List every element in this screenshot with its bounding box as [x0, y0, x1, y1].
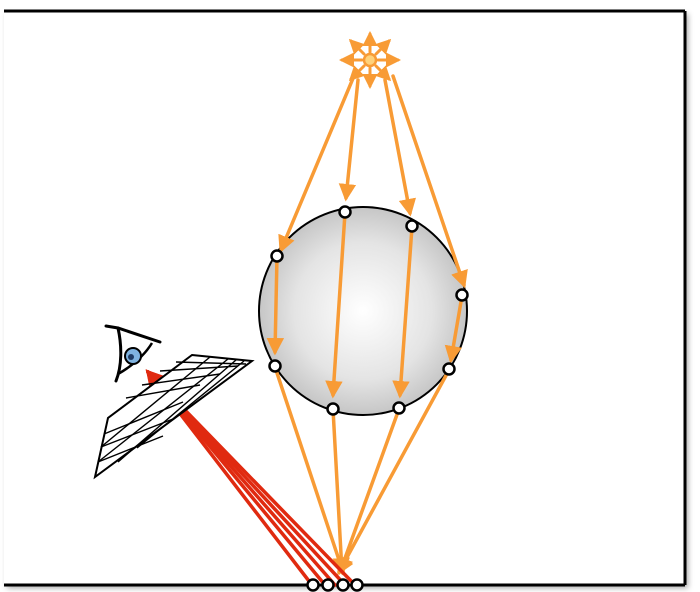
glass-sphere — [258, 206, 468, 416]
caustic-point — [336, 578, 350, 592]
incoming-light-rays — [278, 74, 468, 289]
entry-point — [405, 219, 419, 233]
light-ray — [391, 74, 468, 289]
eye-icon — [104, 324, 162, 383]
light-ray — [383, 78, 417, 217]
floor-caustic-points — [306, 578, 364, 592]
entry-point — [338, 205, 352, 219]
refracted-ray — [266, 254, 285, 356]
exit-ray — [337, 368, 451, 576]
refracted-ray — [392, 225, 414, 399]
entry-point — [270, 249, 284, 263]
grid-image-plane — [93, 353, 255, 480]
exit-ray — [273, 365, 347, 576]
exiting-light-rays — [273, 365, 451, 576]
light-ray — [278, 74, 356, 254]
caustic-point — [350, 578, 364, 592]
refracted-ray — [325, 211, 347, 399]
caustic-point — [306, 578, 320, 592]
exit-point — [392, 401, 406, 415]
exit-point — [326, 402, 340, 416]
caustic-point — [321, 578, 335, 592]
exit-ray — [331, 407, 350, 576]
light-ray — [338, 78, 360, 202]
sun-icon — [339, 31, 401, 89]
entry-point — [455, 288, 469, 302]
exit-point — [268, 359, 282, 373]
refracted-ray — [444, 294, 464, 364]
sphere-intersection-points — [268, 205, 469, 416]
refracted-rays-inside-sphere — [266, 211, 464, 399]
exit-ray — [336, 407, 401, 576]
exit-point — [442, 362, 456, 376]
